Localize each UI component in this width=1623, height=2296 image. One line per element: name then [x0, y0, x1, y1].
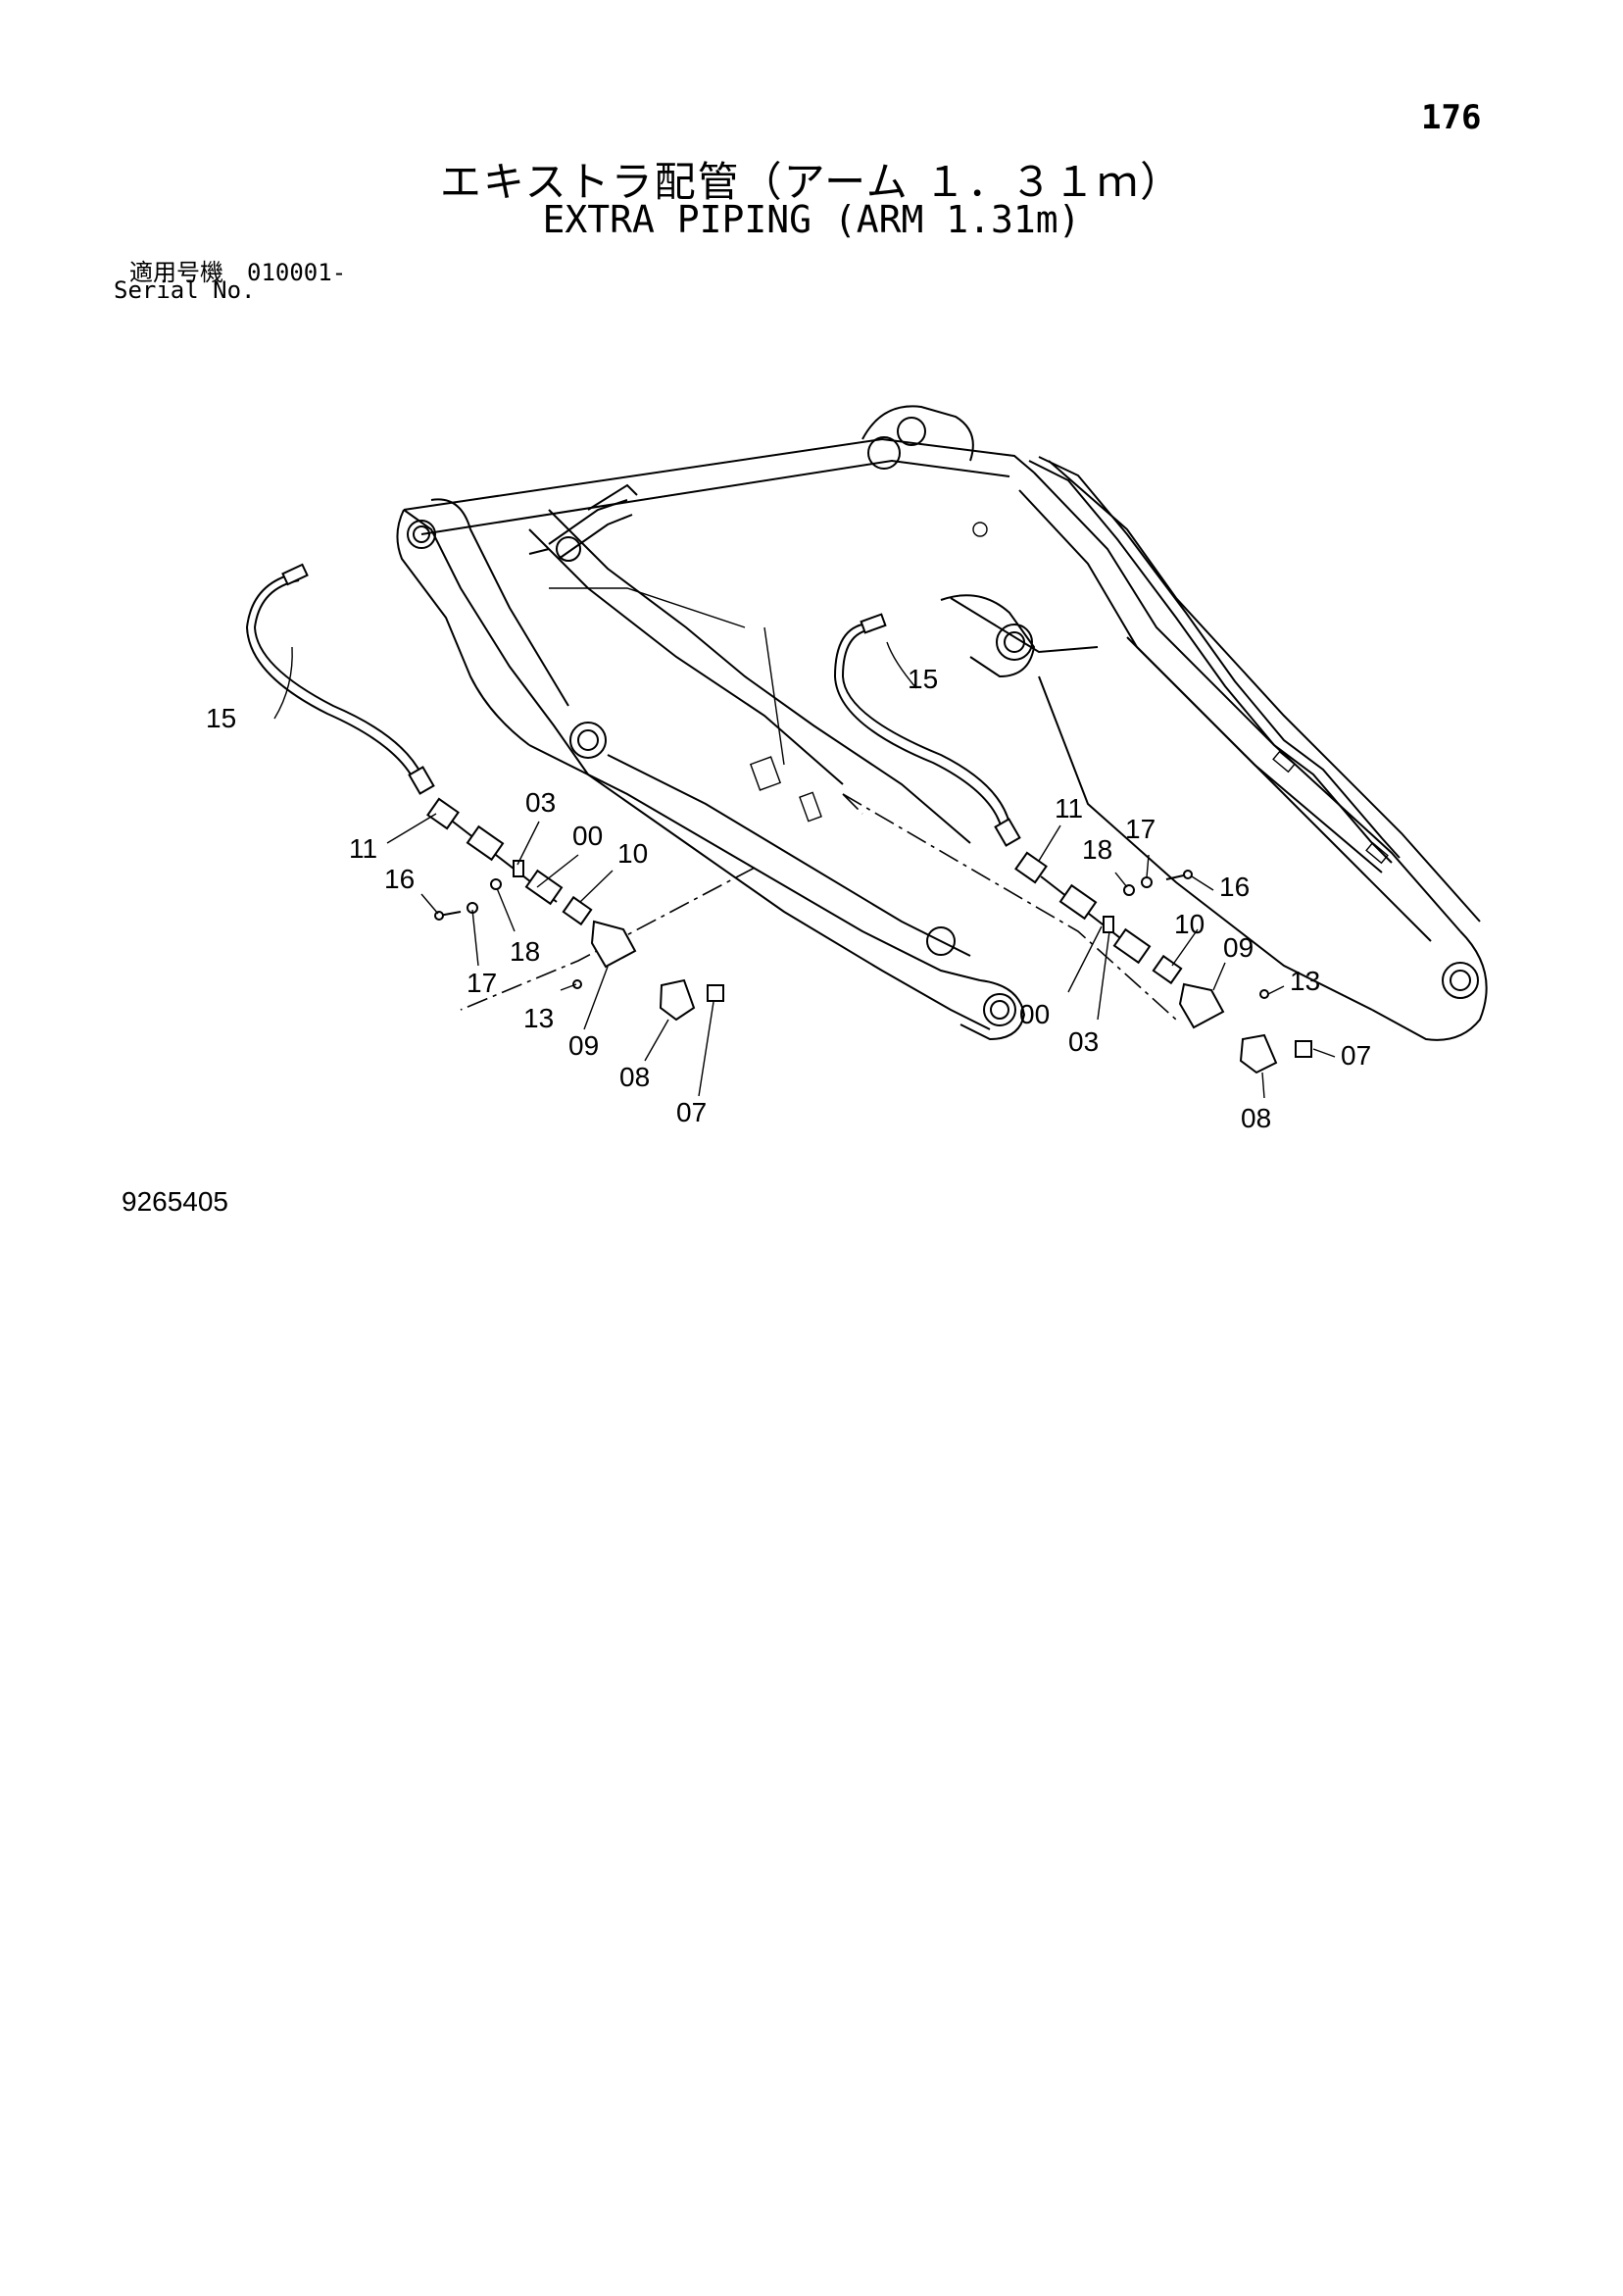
label-left-18: 18: [510, 936, 540, 967]
label-right-00: 00: [1019, 999, 1050, 1029]
left-piping-assembly: 15 11 03 00 10 16 17 18 13 09 08 07: [206, 563, 724, 1127]
label-left-09: 09: [568, 1030, 599, 1061]
label-left-03: 03: [525, 787, 556, 818]
page-title-english: EXTRA PIPING (ARM 1.31m): [542, 198, 1081, 241]
label-right-11: 11: [1055, 793, 1083, 824]
label-left-16: 16: [384, 864, 415, 894]
label-left-17: 17: [467, 968, 497, 998]
label-left-13: 13: [523, 1003, 554, 1033]
label-right-10: 10: [1174, 909, 1205, 939]
label-right-17: 17: [1125, 814, 1156, 844]
label-right-03: 03: [1068, 1026, 1099, 1057]
serial-label-english: Serial No.: [114, 276, 256, 304]
label-right-07: 07: [1341, 1040, 1371, 1071]
label-right-15: 15: [908, 664, 938, 694]
label-right-16: 16: [1219, 872, 1250, 902]
right-piping-assembly: 15 11 18 17 16 10 09 13 00 03 07 08: [833, 613, 1371, 1133]
arm-structure: [396, 405, 1488, 1041]
label-left-07: 07: [676, 1097, 707, 1127]
label-left-11: 11: [349, 833, 377, 864]
page-number: 176: [1421, 98, 1482, 137]
label-left-15: 15: [206, 703, 236, 733]
centerlines: [460, 793, 1177, 1021]
page-title-japanese: エキストラ配管（アーム １．３１ｍ）: [439, 158, 1184, 206]
serial-label-japanese: 適用号機 010001-: [129, 259, 347, 286]
label-right-13: 13: [1290, 966, 1320, 996]
label-right-09: 09: [1223, 932, 1254, 963]
label-right-08: 08: [1241, 1103, 1271, 1133]
diagram-id: 9265405: [122, 1186, 229, 1217]
label-left-00: 00: [572, 821, 603, 851]
label-right-18: 18: [1082, 834, 1112, 865]
label-left-10: 10: [617, 838, 648, 869]
label-left-08: 08: [619, 1062, 650, 1092]
